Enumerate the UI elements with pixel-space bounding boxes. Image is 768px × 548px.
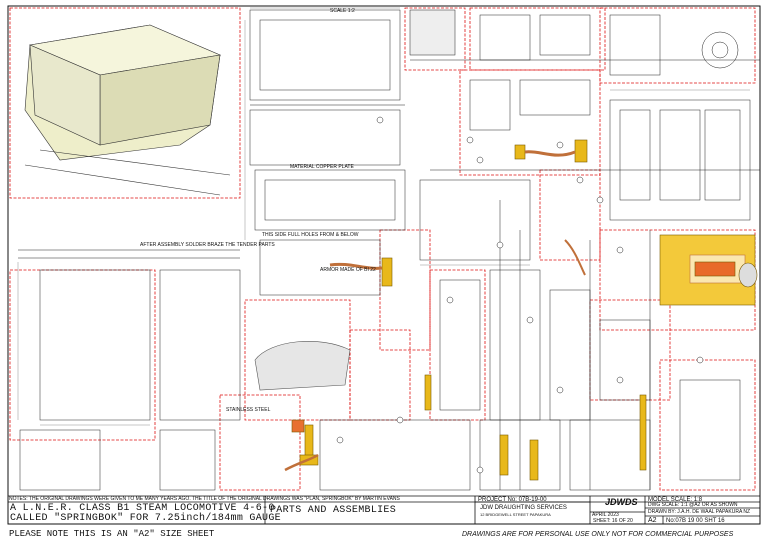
- sheet-size: A2: [648, 517, 657, 524]
- title-block-grid: [8, 495, 760, 524]
- view-note: THIS SIDE FULL HOLES FROM & BELOW: [262, 232, 359, 238]
- sheet-border: [7, 5, 761, 525]
- yellow-fittings: [284, 139, 758, 481]
- footer-usage-note: DRAWINGS ARE FOR PERSONAL USE ONLY NOT F…: [462, 531, 734, 538]
- drawing-title-line1: A L.N.E.R. CLASS B1 STEAM LOCOMOTIVE 4-6…: [10, 503, 275, 514]
- tender-note: AFTER ASSEMBLY SOLDER BRAZE THE TENDER P…: [140, 242, 275, 248]
- project-number: PROJECT No: 07B-19-00: [478, 497, 547, 503]
- footer-size-note: PLEASE NOTE THIS IS AN "A2" SIZE SHEET: [9, 529, 215, 539]
- dimension-lines: [17, 7, 750, 426]
- scale-label: SCALE 1:2: [330, 8, 355, 14]
- part-outlines: [18, 9, 760, 491]
- drawing-scale: DWG SCALE: 1:1 @A2 OR AS SHOWN: [648, 502, 738, 508]
- company-logo: JDWDS: [605, 497, 638, 507]
- company-address: 12 BRIDGEWELL STREET PAPAKURA: [480, 512, 551, 517]
- material-label: MATERIAL COPPER PLATE: [290, 164, 354, 170]
- sheet-subject: PARTS AND ASSEMBLIES: [270, 505, 397, 516]
- isometric-tender-body: [24, 24, 231, 196]
- drawing-title-line2: CALLED "SPRINGBOK" FOR 7.25inch/184mm GA…: [10, 513, 281, 524]
- drawn-by: DRAWN BY: J.A.H. DE WAAL PAPAKURA NZ: [648, 509, 751, 515]
- stainless-label: STAINLESS STEEL: [226, 407, 271, 413]
- drawing-notes: NOTES: THE ORIGINAL DRAWINGS WERE GIVEN …: [9, 496, 400, 502]
- company-name: JDW DRAUGHTING SERVICES: [480, 505, 567, 511]
- sheet-number: SHEET: 16 OF 20: [593, 518, 633, 524]
- detail-callouts: [336, 116, 704, 474]
- drawing-number: No:07B 19 00 SHT 16: [666, 518, 725, 524]
- grey-cowl: [254, 341, 351, 391]
- model-scale: MODEL SCALE: 1:8: [648, 497, 703, 503]
- date: APRIL 2023: [592, 512, 619, 518]
- armor-label: ARMOR MADE OF BI 22: [320, 267, 376, 273]
